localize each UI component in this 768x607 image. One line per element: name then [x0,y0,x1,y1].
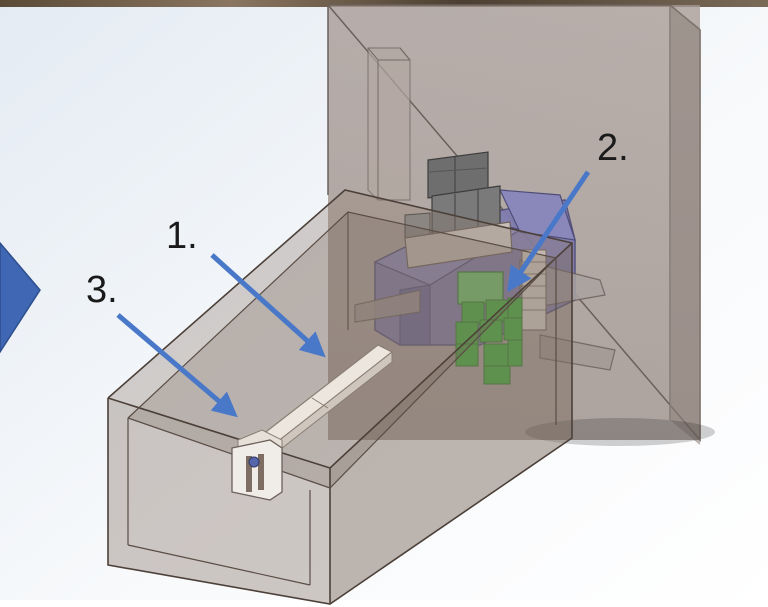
pointer-arrow-icon [507,170,591,293]
bottom-margin [0,600,768,607]
callout-label-3: 3. [86,269,118,311]
pointer-arrow-icon [210,253,326,358]
callout-label-2: 2. [597,127,629,169]
mount-bracket [231,439,283,501]
top-photo-strip [0,0,768,7]
pointer-arrow-icon [116,313,238,418]
callout-label-1: 1. [166,215,198,257]
nav-arrow-icon[interactable] [0,241,41,354]
